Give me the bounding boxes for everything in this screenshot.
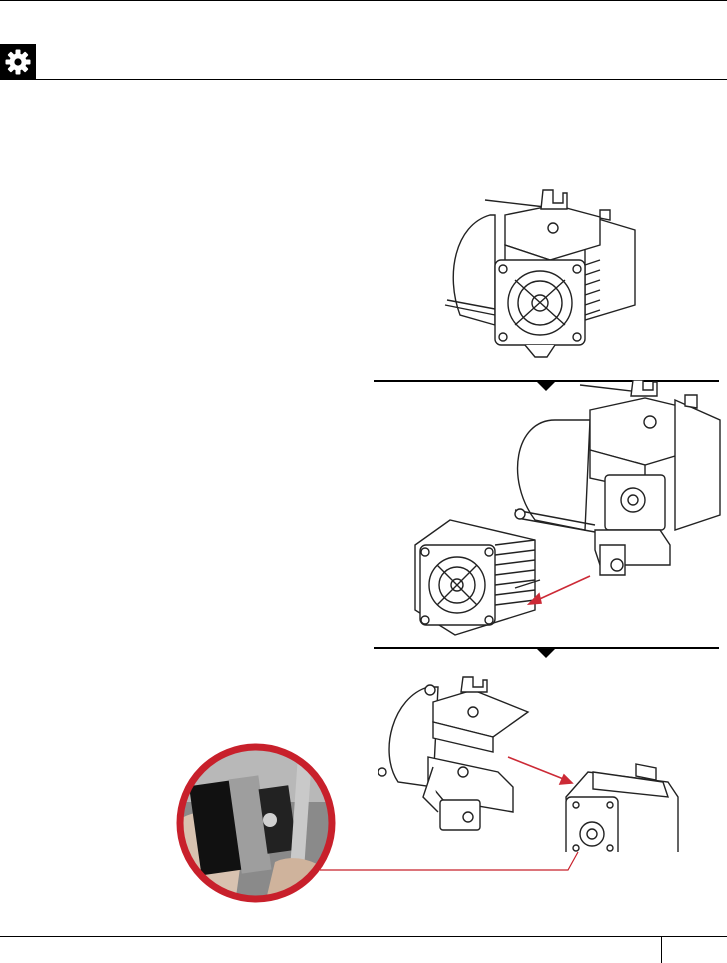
header-rule bbox=[0, 79, 727, 80]
gear-icon bbox=[4, 48, 32, 76]
step-marker-2 bbox=[537, 649, 555, 658]
fan-removal-illustration bbox=[405, 380, 725, 640]
top-rule bbox=[0, 0, 727, 1]
assembled-extruder-illustration bbox=[435, 185, 645, 360]
motor-shaft-photo-inset bbox=[175, 742, 337, 904]
section-icon-box bbox=[0, 44, 36, 80]
motor-removal-illustration bbox=[378, 672, 688, 852]
callout-line bbox=[320, 840, 580, 875]
footer-rule bbox=[0, 936, 727, 937]
footer-separator bbox=[661, 936, 662, 963]
